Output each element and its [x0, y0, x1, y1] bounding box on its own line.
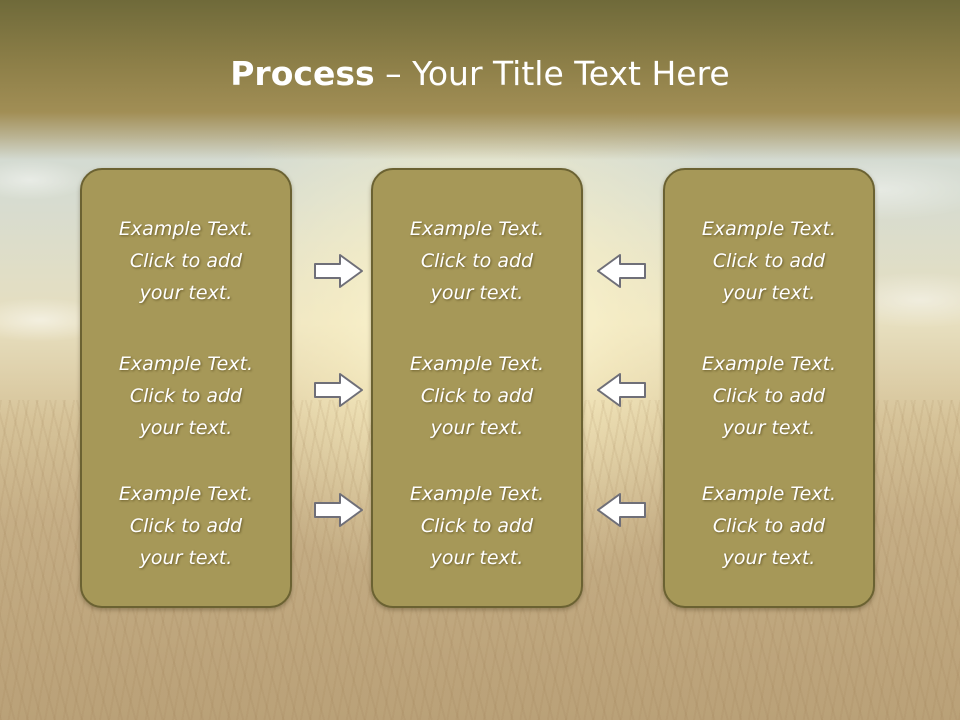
- text-block[interactable]: Example Text. Click to add your text.: [82, 348, 290, 444]
- text-line: Example Text.: [118, 353, 254, 375]
- text-line: your text.: [430, 417, 524, 439]
- text-line: Click to add: [420, 250, 534, 272]
- text-line: your text.: [430, 547, 524, 569]
- text-line: your text.: [139, 282, 233, 304]
- text-line: Click to add: [129, 385, 243, 407]
- text-line: Click to add: [712, 515, 826, 537]
- text-line: Click to add: [129, 515, 243, 537]
- text-block[interactable]: Example Text. Click to add your text.: [82, 478, 290, 574]
- text-block[interactable]: Example Text. Click to add your text.: [373, 478, 581, 574]
- process-box-right[interactable]: Example Text. Click to add your text. Ex…: [663, 168, 875, 608]
- text-line: your text.: [430, 282, 524, 304]
- text-line: your text.: [722, 417, 816, 439]
- text-line: Click to add: [712, 385, 826, 407]
- arrow-right-icon[interactable]: [313, 492, 365, 528]
- text-block[interactable]: Example Text. Click to add your text.: [665, 348, 873, 444]
- text-block[interactable]: Example Text. Click to add your text.: [665, 213, 873, 309]
- text-line: your text.: [722, 547, 816, 569]
- arrow-left-icon[interactable]: [595, 372, 647, 408]
- text-block[interactable]: Example Text. Click to add your text.: [373, 348, 581, 444]
- text-line: Example Text.: [409, 353, 545, 375]
- text-block[interactable]: Example Text. Click to add your text.: [82, 213, 290, 309]
- text-line: Example Text.: [701, 483, 837, 505]
- slide-title-bold: Process: [230, 54, 375, 93]
- slide-title[interactable]: Process – Your Title Text Here: [0, 52, 960, 96]
- text-line: Example Text.: [701, 353, 837, 375]
- arrow-right-icon[interactable]: [313, 372, 365, 408]
- slide-title-rest: – Your Title Text Here: [374, 54, 730, 93]
- text-block[interactable]: Example Text. Click to add your text.: [373, 213, 581, 309]
- text-line: Click to add: [129, 250, 243, 272]
- title-band: [0, 0, 960, 160]
- text-line: Example Text.: [118, 483, 254, 505]
- text-line: Example Text.: [409, 218, 545, 240]
- text-line: Click to add: [420, 385, 534, 407]
- text-line: Example Text.: [118, 218, 254, 240]
- text-line: Example Text.: [409, 483, 545, 505]
- arrow-left-icon[interactable]: [595, 253, 647, 289]
- arrow-right-icon[interactable]: [313, 253, 365, 289]
- text-line: Click to add: [712, 250, 826, 272]
- text-line: your text.: [139, 547, 233, 569]
- process-box-middle[interactable]: Example Text. Click to add your text. Ex…: [371, 168, 583, 608]
- text-line: Click to add: [420, 515, 534, 537]
- process-box-left[interactable]: Example Text. Click to add your text. Ex…: [80, 168, 292, 608]
- text-line: your text.: [139, 417, 233, 439]
- text-line: Example Text.: [701, 218, 837, 240]
- arrow-left-icon[interactable]: [595, 492, 647, 528]
- text-line: your text.: [722, 282, 816, 304]
- text-block[interactable]: Example Text. Click to add your text.: [665, 478, 873, 574]
